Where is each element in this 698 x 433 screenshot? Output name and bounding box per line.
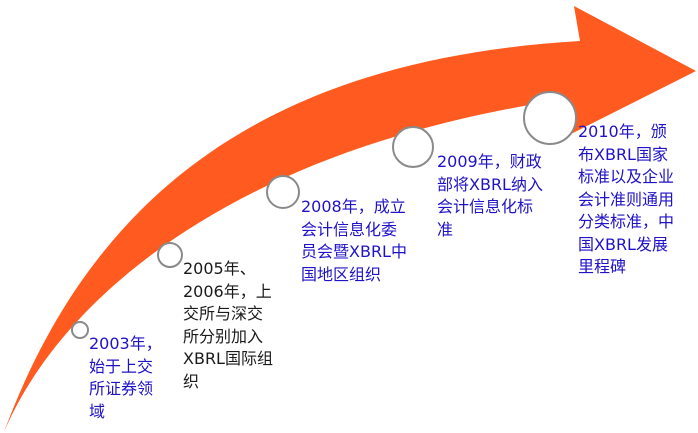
milestone-text-2005-2006: 2005年、 2006年，上 交所与深交 所分别加入 XBRL国际组 织 (183, 259, 273, 391)
curved-arrow (4, 6, 696, 432)
milestone-marker-2003 (71, 321, 89, 339)
milestone-text-2008: 2008年，成立 会计信息化委 员会暨XBRL中 国地区组织 (301, 197, 407, 284)
milestone-marker-2010 (523, 91, 577, 145)
milestone-text-2003: 2003年， 始于上交 所证券领 域 (89, 334, 162, 421)
milestone-text-2010: 2010年，颁 布XBRL国家 标准以及企业 会计准则通用 分类标准，中 国XB… (578, 122, 675, 276)
milestone-marker-2008 (266, 175, 300, 209)
milestone-marker-2009 (392, 126, 434, 168)
milestone-marker-2005 (157, 242, 183, 268)
milestone-text-2009: 2009年，财政 部将XBRL纳入 会计信息化标 准 (437, 152, 543, 239)
